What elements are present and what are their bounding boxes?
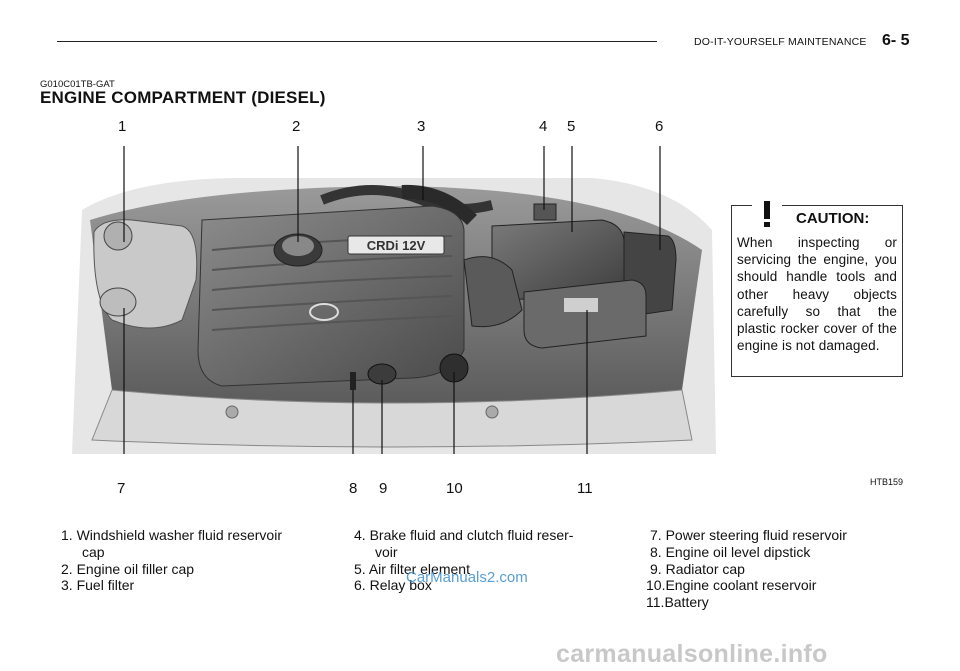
header-rule: [57, 41, 657, 42]
callout-1: 1: [118, 118, 127, 135]
callout-9: 9: [379, 480, 388, 497]
legend-col-2: 4. Brake fluid and clutch fluid reser- v…: [354, 527, 624, 594]
section-title: DO-IT-YOURSELF MAINTENANCE: [694, 36, 867, 48]
legend-col-3: 7. Power steering fluid reservoir 8. Eng…: [646, 527, 916, 611]
caution-box: [731, 205, 903, 377]
page-number: 6- 5: [882, 32, 910, 49]
figure-code: HTB159: [870, 477, 904, 487]
callout-5: 5: [567, 118, 576, 135]
list-item: 11.Battery: [646, 594, 709, 611]
callout-3: 3: [417, 118, 426, 135]
list-item: 1. Windshield washer fluid reservoir: [61, 527, 282, 543]
callout-8: 8: [349, 480, 358, 497]
list-item: 10.Engine coolant reservoir: [646, 577, 817, 594]
list-item-cont: voir: [375, 543, 398, 560]
callout-10: 10: [446, 480, 463, 497]
callout-4: 4: [539, 118, 548, 135]
list-item: 6. Relay box: [354, 577, 432, 594]
list-item: 3. Fuel filter: [61, 577, 135, 594]
list-item: 9. Radiator cap: [650, 560, 745, 577]
callout-11: 11: [577, 480, 593, 497]
warning-icon: [752, 199, 782, 229]
list-item: 8. Engine oil level dipstick: [650, 543, 811, 560]
legend-col-1: 1. Windshield washer fluid reservoir cap…: [61, 527, 331, 594]
list-item: 2. Engine oil filler cap: [61, 560, 195, 577]
list-item: 5. Air filter element: [354, 560, 470, 577]
callout-6: 6: [655, 118, 664, 135]
list-item: 4. Brake fluid and clutch fluid reser-: [354, 527, 574, 543]
callout-7: 7: [117, 480, 126, 497]
callout-2: 2: [292, 118, 301, 135]
engine-compartment-photo: CRDi 12V: [72, 140, 716, 454]
doc-code: G010C01TB-GAT: [40, 79, 115, 90]
list-item-cont: cap: [82, 543, 105, 560]
caution-title: CAUTION:: [796, 210, 870, 227]
list-item: 7. Power steering fluid reservoir: [650, 527, 847, 543]
caution-text: When inspecting or servicing the engine,…: [737, 235, 897, 354]
footer-watermark: carmanualsonline.info: [556, 640, 828, 668]
crdi-emblem: CRDi 12V: [367, 238, 426, 253]
page-title: ENGINE COMPARTMENT (DIESEL): [40, 88, 326, 107]
center-watermark: CarManuals2.com: [406, 569, 528, 586]
